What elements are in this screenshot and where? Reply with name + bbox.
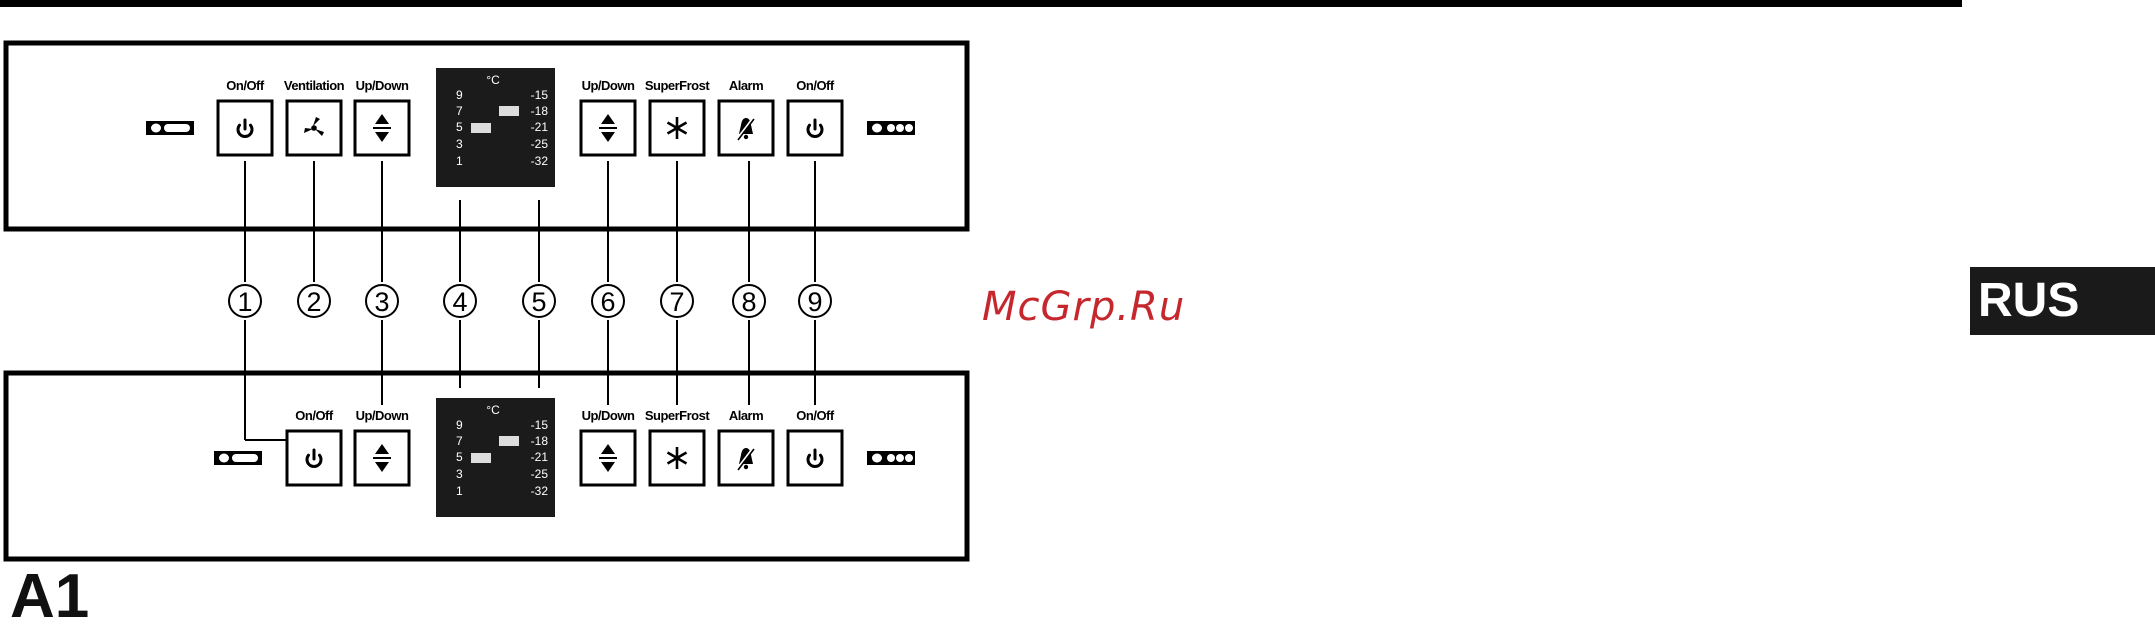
on-off-left-label: On/Off xyxy=(295,408,334,423)
display-unit: °C xyxy=(486,403,500,417)
temperature-display: °C 9 7 5 3 1 -15 -18 -21 -25 -32 xyxy=(436,398,555,517)
freezer-scale-value: -18 xyxy=(531,434,549,448)
top-panel: On/Off Ventilation Up/Down Up/Down Super… xyxy=(146,68,915,187)
callout-8: 8 xyxy=(733,285,765,317)
callout-9: 9 xyxy=(799,285,831,317)
on-off-left-label: On/Off xyxy=(226,78,265,93)
on-off-left-button[interactable] xyxy=(218,101,272,155)
up-down-right-button[interactable] xyxy=(581,101,635,155)
callout-markers: 1 2 3 4 5 6 7 xyxy=(229,285,831,317)
alarm-label: Alarm xyxy=(729,408,763,423)
fridge-scale-value: 5 xyxy=(456,120,463,134)
superfrost-button[interactable] xyxy=(650,431,704,485)
alarm-button[interactable] xyxy=(719,431,773,485)
fridge-scale-value: 9 xyxy=(456,88,463,102)
bottom-panel: On/Off Up/Down Up/Down SuperFrost Alarm … xyxy=(214,398,915,517)
callout-2: 2 xyxy=(298,285,330,317)
up-down-right-button[interactable] xyxy=(581,431,635,485)
fridge-level-marker xyxy=(471,453,491,463)
callout-3: 3 xyxy=(366,285,398,317)
on-off-right-label: On/Off xyxy=(796,408,835,423)
freezer-scale-value: -32 xyxy=(531,154,549,168)
up-down-left-button[interactable] xyxy=(355,431,409,485)
svg-text:8: 8 xyxy=(741,287,756,317)
fridge-scale-value: 3 xyxy=(456,137,463,151)
freezer-scale-value: -25 xyxy=(531,467,549,481)
on-off-right-label: On/Off xyxy=(796,78,835,93)
figure-label: A1 xyxy=(10,566,89,628)
svg-text:7: 7 xyxy=(669,287,684,317)
ventilation-label: Ventilation xyxy=(284,78,345,93)
fridge-scale-value: 1 xyxy=(456,484,463,498)
indicator-triple-icon xyxy=(867,451,915,465)
callout-1: 1 xyxy=(229,285,261,317)
fridge-scale-value: 3 xyxy=(456,467,463,481)
freezer-scale-value: -21 xyxy=(531,450,549,464)
up-down-left-button[interactable] xyxy=(355,101,409,155)
language-tab: RUS xyxy=(1970,267,2155,335)
up-down-left-label: Up/Down xyxy=(356,408,409,423)
fridge-scale-value: 9 xyxy=(456,418,463,432)
alarm-label: Alarm xyxy=(729,78,763,93)
superfrost-label: SuperFrost xyxy=(645,408,711,423)
callout-4: 4 xyxy=(444,285,476,317)
top-rule xyxy=(0,0,1962,7)
indicator-single-icon xyxy=(146,121,194,135)
watermark: McGrp.Ru xyxy=(982,284,1185,330)
superfrost-button[interactable] xyxy=(650,101,704,155)
svg-text:4: 4 xyxy=(452,287,467,317)
superfrost-label: SuperFrost xyxy=(645,78,711,93)
svg-text:9: 9 xyxy=(807,287,822,317)
fridge-scale-value: 1 xyxy=(456,154,463,168)
temperature-display: °C 9 7 5 3 1 -15 -18 -21 -25 -32 xyxy=(436,68,555,187)
fridge-scale-value: 5 xyxy=(456,450,463,464)
callout-5: 5 xyxy=(523,285,555,317)
up-down-right-label: Up/Down xyxy=(582,408,635,423)
on-off-right-button[interactable] xyxy=(788,101,842,155)
freezer-scale-value: -18 xyxy=(531,104,549,118)
freezer-level-marker xyxy=(499,106,519,116)
freezer-scale-value: -15 xyxy=(531,88,549,102)
display-unit: °C xyxy=(486,73,500,87)
freezer-scale-value: -32 xyxy=(531,484,549,498)
freezer-scale-value: -21 xyxy=(531,120,549,134)
freezer-level-marker xyxy=(499,436,519,446)
svg-text:3: 3 xyxy=(374,287,389,317)
svg-text:2: 2 xyxy=(306,287,321,317)
indicator-single-icon xyxy=(214,451,262,465)
up-down-right-label: Up/Down xyxy=(582,78,635,93)
alarm-button[interactable] xyxy=(719,101,773,155)
callout-6: 6 xyxy=(592,285,624,317)
on-off-left-button[interactable] xyxy=(287,431,341,485)
callout-7: 7 xyxy=(661,285,693,317)
fridge-scale-value: 7 xyxy=(456,434,463,448)
svg-text:1: 1 xyxy=(237,287,252,317)
indicator-triple-icon xyxy=(867,121,915,135)
ventilation-button[interactable] xyxy=(287,101,341,155)
fridge-level-marker xyxy=(471,123,491,133)
fridge-scale-value: 7 xyxy=(456,104,463,118)
on-off-right-button[interactable] xyxy=(788,431,842,485)
freezer-scale-value: -15 xyxy=(531,418,549,432)
svg-text:5: 5 xyxy=(531,287,546,317)
up-down-left-label: Up/Down xyxy=(356,78,409,93)
svg-text:6: 6 xyxy=(600,287,615,317)
freezer-scale-value: -25 xyxy=(531,137,549,151)
